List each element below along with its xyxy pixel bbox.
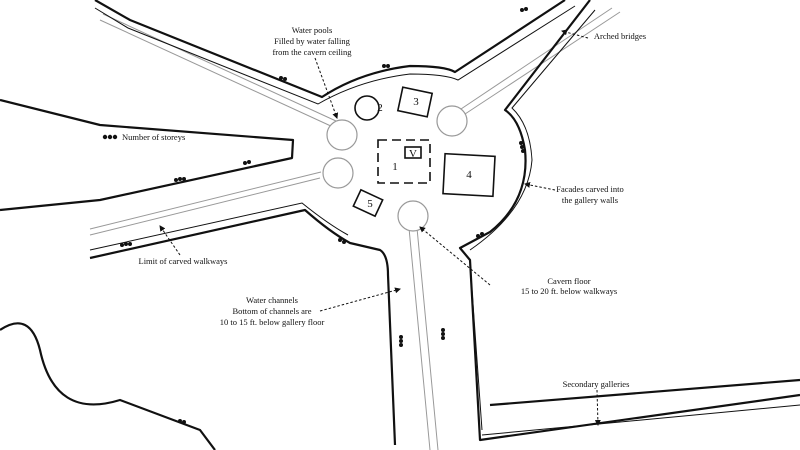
arched-bridges-label: Arched bridges <box>594 31 646 41</box>
building-v <box>404 146 422 159</box>
building-1 <box>377 139 431 184</box>
water-pools-label-1: Water pools <box>292 25 333 35</box>
water-pool <box>322 157 354 189</box>
arrow-icon <box>524 182 556 191</box>
secondary-galleries-label: Secondary galleries <box>563 379 630 389</box>
water-channels-label-3: 10 to 15 ft. below gallery floor <box>220 317 325 327</box>
water-channels-label-1: Water channels <box>246 295 298 305</box>
building-4 <box>442 152 496 198</box>
water-channels-label-2: Bottom of channels are <box>232 306 311 316</box>
water-pools-label-3: from the cavern ceiling <box>272 47 352 57</box>
arrow-icon <box>561 29 589 39</box>
annotation-arrows <box>159 29 601 426</box>
water-pool <box>436 105 468 137</box>
storey-markers <box>120 7 528 424</box>
arrow-icon <box>314 57 339 119</box>
water-pool <box>397 200 429 232</box>
limit-walkways-label: Limit of carved walkways <box>139 256 228 266</box>
cavern-floor-label-1: Cavern floor <box>547 276 590 286</box>
building-v-label: V <box>409 148 417 160</box>
building-4-label: 4 <box>466 169 472 181</box>
facades-label-2: the gallery walls <box>562 195 618 205</box>
building-2-label: 2 <box>377 102 383 114</box>
building-2 <box>354 95 380 121</box>
water-pools-label-2: Filled by water falling <box>274 36 351 46</box>
annotations: Water pools Filled by water falling from… <box>122 25 646 389</box>
water-pools <box>322 105 468 232</box>
building-3 <box>396 86 434 118</box>
arrow-icon <box>159 225 181 256</box>
building-3-label: 3 <box>413 96 419 108</box>
arrow-icon <box>319 287 401 312</box>
water-pool <box>326 119 358 151</box>
buildings: 2 3 1 V 4 5 <box>352 86 496 218</box>
facades-label-1: Facades carved into <box>556 184 624 194</box>
storeys-legend-dots-icon <box>102 134 118 140</box>
cavern-floor-label-2: 15 to 20 ft. below walkways <box>521 286 617 296</box>
arrow-icon <box>594 389 601 426</box>
arrow-icon <box>419 226 491 286</box>
building-5-label: 5 <box>367 198 373 210</box>
building-5 <box>352 188 384 218</box>
storeys-legend-label: Number of storeys <box>122 132 185 142</box>
building-1-label: 1 <box>392 161 398 173</box>
